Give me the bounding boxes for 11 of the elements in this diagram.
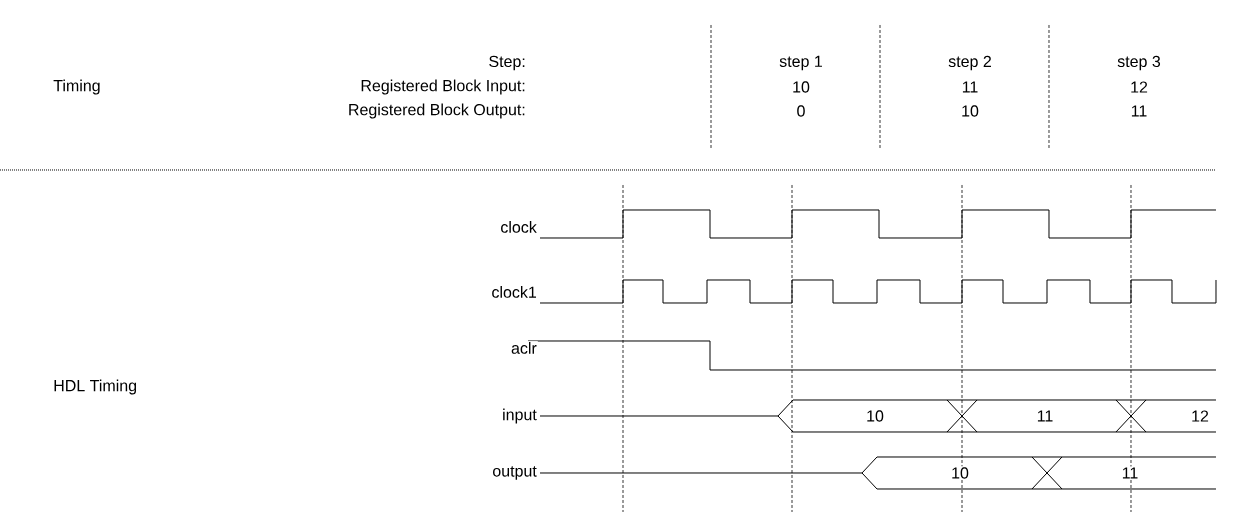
value-label: 10 [791, 80, 811, 94]
value-label: 12 [1129, 80, 1149, 94]
signal-label: clock [499, 220, 538, 234]
value-label: 10 [960, 104, 980, 118]
bus-value: 12 [1190, 409, 1210, 423]
signal-label: output [491, 465, 538, 481]
bus-value: 10 [950, 466, 970, 480]
signal-label: aclr [510, 341, 538, 355]
value-label: 0 [795, 104, 807, 118]
bus-value: 10 [865, 409, 885, 423]
signal-label: clock1 [490, 285, 538, 299]
